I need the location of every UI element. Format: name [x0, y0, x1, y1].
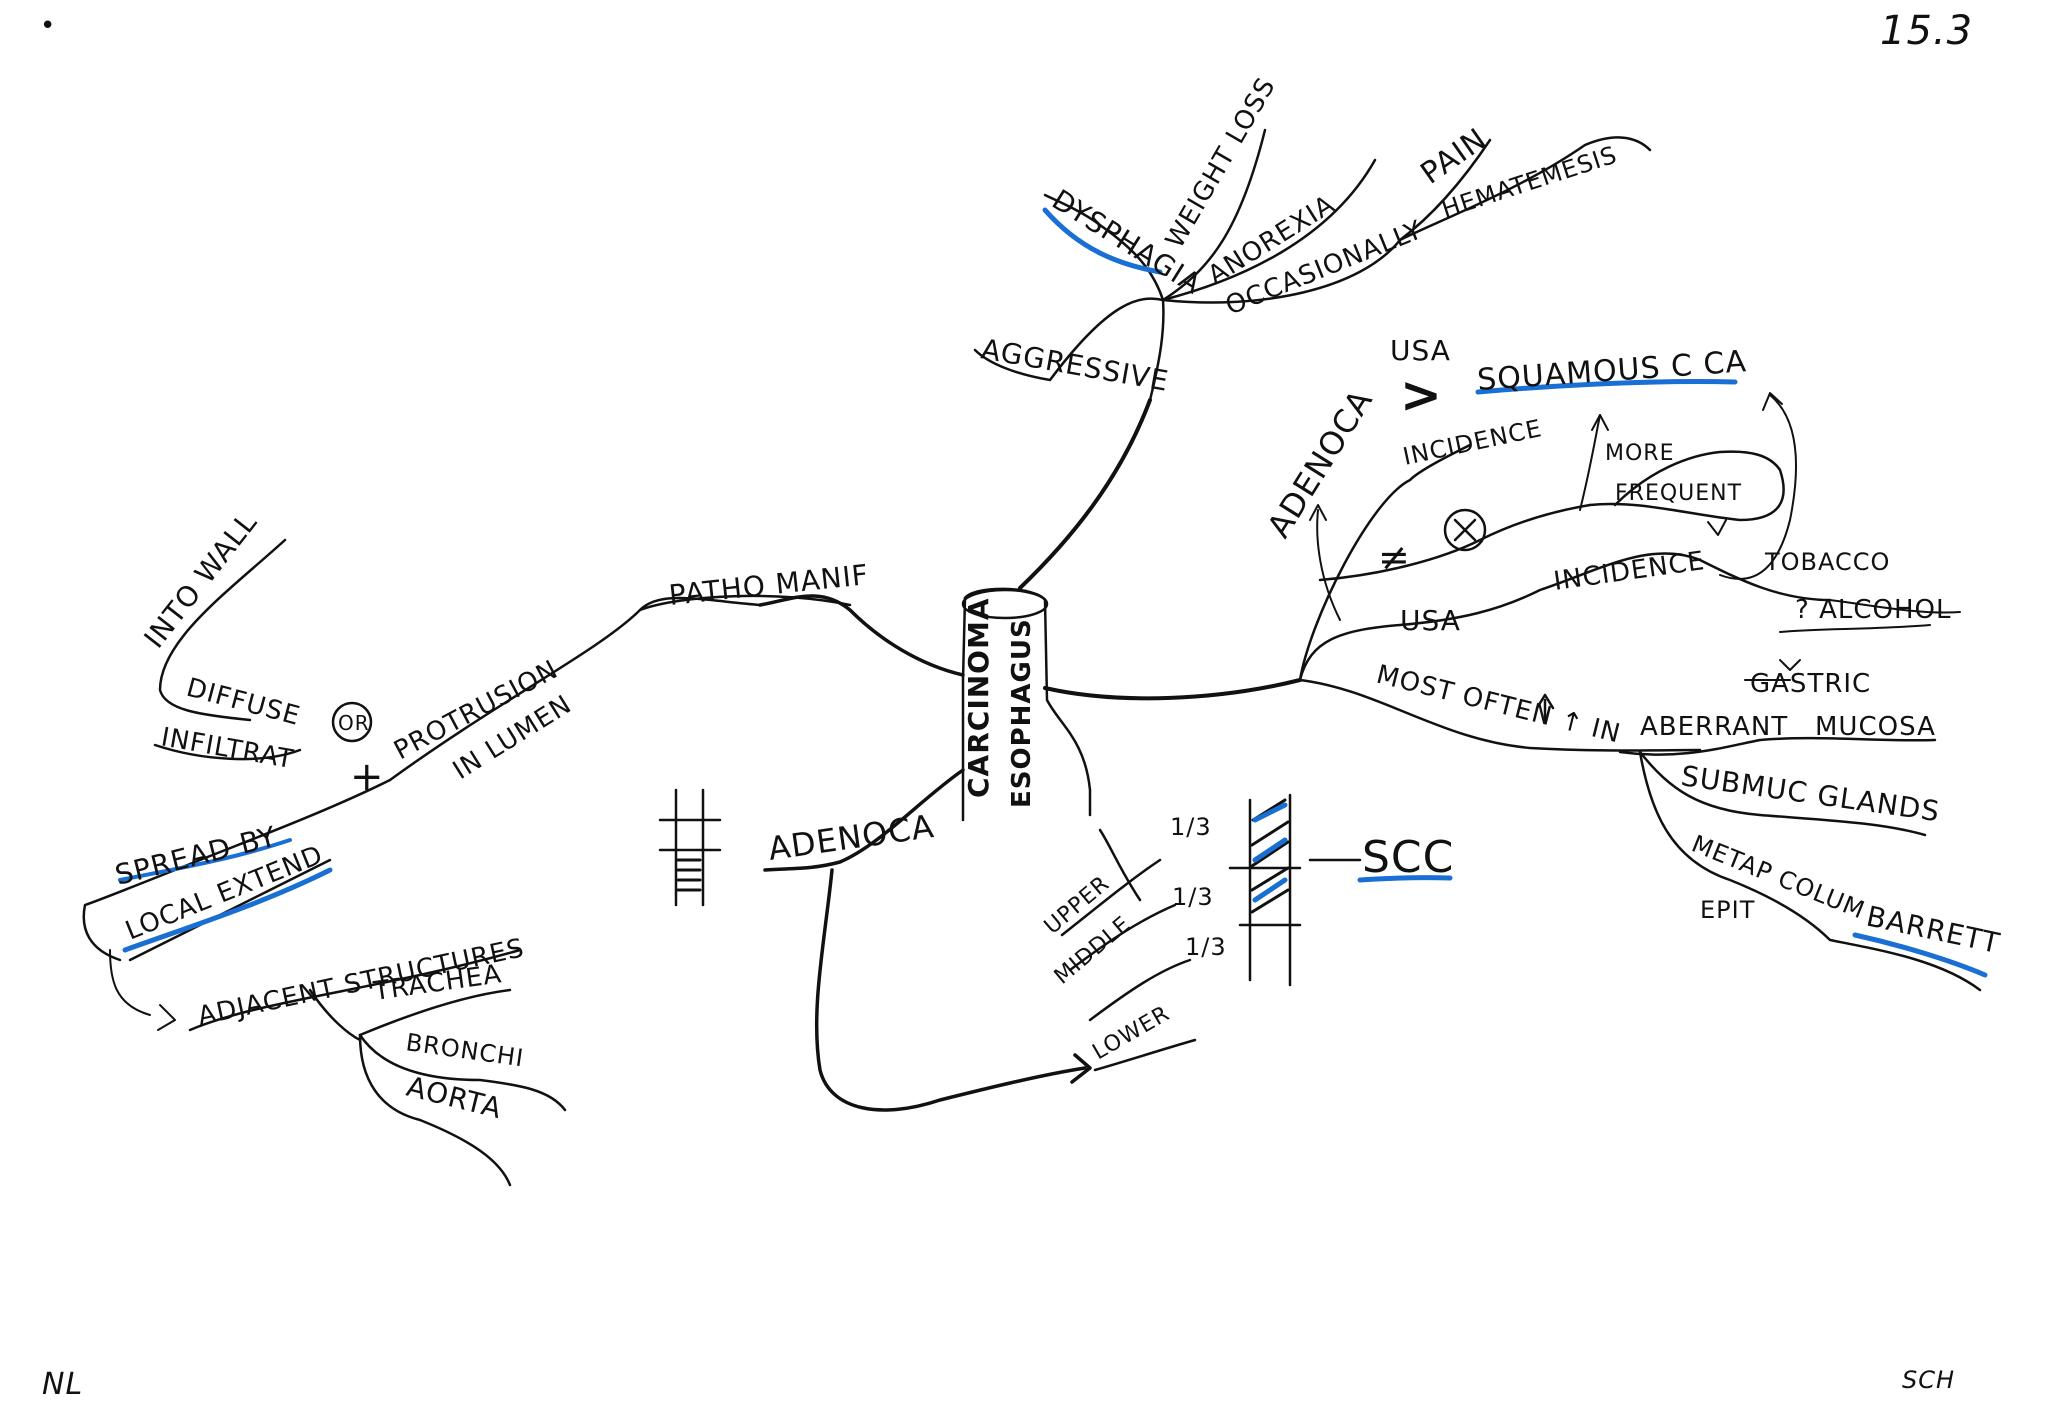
central-trunk [758, 398, 1302, 872]
label-pain: PAIN [1415, 122, 1494, 192]
label-third-upper: 1/3 [1170, 813, 1212, 841]
label-usa-top: USA [1390, 334, 1451, 367]
symptoms-branch [973, 128, 1652, 402]
label-greater: > [1400, 366, 1443, 424]
label-mucosa: MUCOSA [1815, 712, 1936, 742]
label-squamous: SQUAMOUS C CA [1476, 344, 1748, 398]
label-frequent: FREQUENT [1615, 481, 1742, 506]
location-branch [658, 788, 1453, 1112]
corner-dot: • [40, 11, 56, 41]
label-tobacco: TOBACCO [1764, 548, 1890, 576]
label-more: MORE [1605, 441, 1674, 466]
center-label-carcinoma: CARCINOMA [962, 597, 995, 798]
center-label-esophagus: ESOPHAGUS [1007, 618, 1037, 808]
label-into-wall: INTO WALL [138, 506, 264, 655]
label-plus: + [350, 754, 385, 800]
label-infiltrat: INFILTRAT [159, 722, 296, 775]
pathology-branch [82, 538, 852, 1187]
label-or: OR [338, 711, 370, 735]
label-scc: SCC [1362, 832, 1454, 883]
label-alcohol: ? ALCOHOL [1795, 595, 1951, 625]
initials-right: SCH [1902, 1366, 1955, 1394]
label-incidence-bottom: INCIDENCE [1552, 546, 1707, 597]
label-gastric: GASTRIC [1750, 669, 1871, 699]
origin-branch [1298, 659, 1988, 992]
label-diffuse: DIFFUSE [183, 673, 303, 732]
label-third-middle: 1/3 [1172, 883, 1214, 911]
label-epit: EPIT [1700, 896, 1755, 924]
label-bronchi: BRONCHI [404, 1028, 526, 1072]
initials-left: NL [42, 1367, 83, 1402]
epidemiology-branch [1298, 379, 1961, 682]
page-number: 15.3 [1880, 8, 1973, 54]
label-adenoca-loc: ADENOCA [766, 807, 937, 868]
label-aberrant: ABERRANT [1640, 712, 1788, 742]
label-usa-bottom: USA [1400, 604, 1461, 637]
label-not-equal: ≠ [1378, 535, 1411, 579]
label-most-often: MOST OFTEN ↑ IN [1373, 660, 1624, 750]
label-adenoca-epi: ADENOCA [1260, 382, 1381, 544]
label-third-lower: 1/3 [1185, 933, 1227, 961]
label-aggressive: AGGRESSIVE [979, 332, 1172, 397]
